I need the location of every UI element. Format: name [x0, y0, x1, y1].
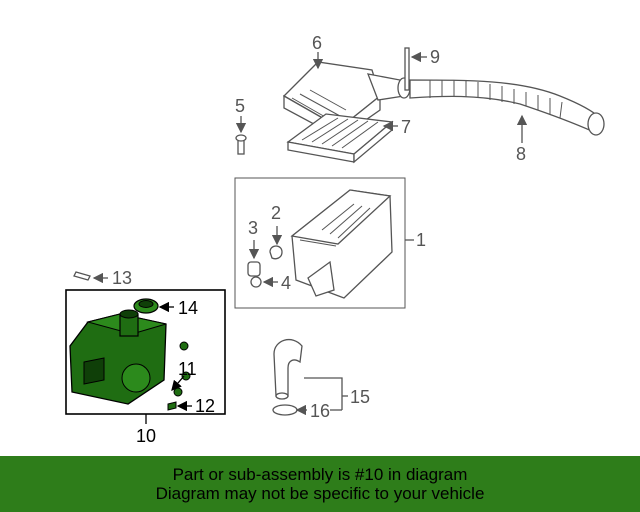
grommet-3[interactable]: [247, 261, 261, 277]
screw-12[interactable]: [167, 401, 177, 411]
bolt-13[interactable]: [73, 271, 91, 281]
seal-14[interactable]: [133, 298, 159, 314]
leader-15-bracket: [304, 377, 343, 410]
clip-2[interactable]: [269, 245, 283, 260]
hose-clamp[interactable]: [404, 47, 410, 91]
seal-16[interactable]: [272, 404, 298, 416]
resonator-chamber[interactable]: [69, 309, 167, 405]
callout-3[interactable]: 3: [248, 218, 258, 238]
callout-11[interactable]: 11: [178, 359, 197, 379]
callout-2[interactable]: 2: [271, 203, 281, 223]
bolt-5[interactable]: [235, 134, 247, 155]
leader-11: [171, 375, 185, 391]
callout-7[interactable]: 7: [401, 117, 411, 137]
fitment-notice-banner: Part or sub-assembly is #10 in diagram D…: [0, 456, 640, 512]
air-filter-element[interactable]: [286, 113, 394, 164]
callout-9[interactable]: 9: [430, 47, 440, 67]
callout-13[interactable]: 13: [112, 268, 132, 288]
collar-4[interactable]: [250, 276, 262, 288]
callout-15[interactable]: 15: [350, 387, 370, 407]
banner-line-2: Diagram may not be specific to your vehi…: [155, 484, 485, 503]
callout-5[interactable]: 5: [235, 96, 245, 116]
callout-4[interactable]: 4: [281, 273, 291, 293]
intake-duct[interactable]: [409, 79, 605, 136]
air-cleaner-case[interactable]: [290, 189, 393, 299]
parts-diagram: 6 9 8 7 5 1 2 3: [65, 33, 605, 446]
callout-12[interactable]: 12: [195, 396, 215, 416]
callout-8[interactable]: 8: [516, 144, 526, 164]
callout-16[interactable]: 16: [310, 401, 330, 421]
part-1-frame: [234, 177, 406, 309]
callout-10[interactable]: 10: [136, 426, 156, 446]
intake-tube-15[interactable]: [273, 338, 303, 400]
callout-1[interactable]: 1: [416, 230, 426, 250]
callout-6[interactable]: 6: [312, 33, 322, 53]
callout-14[interactable]: 14: [178, 298, 198, 318]
banner-line-1: Part or sub-assembly is #10 in diagram: [172, 465, 468, 484]
